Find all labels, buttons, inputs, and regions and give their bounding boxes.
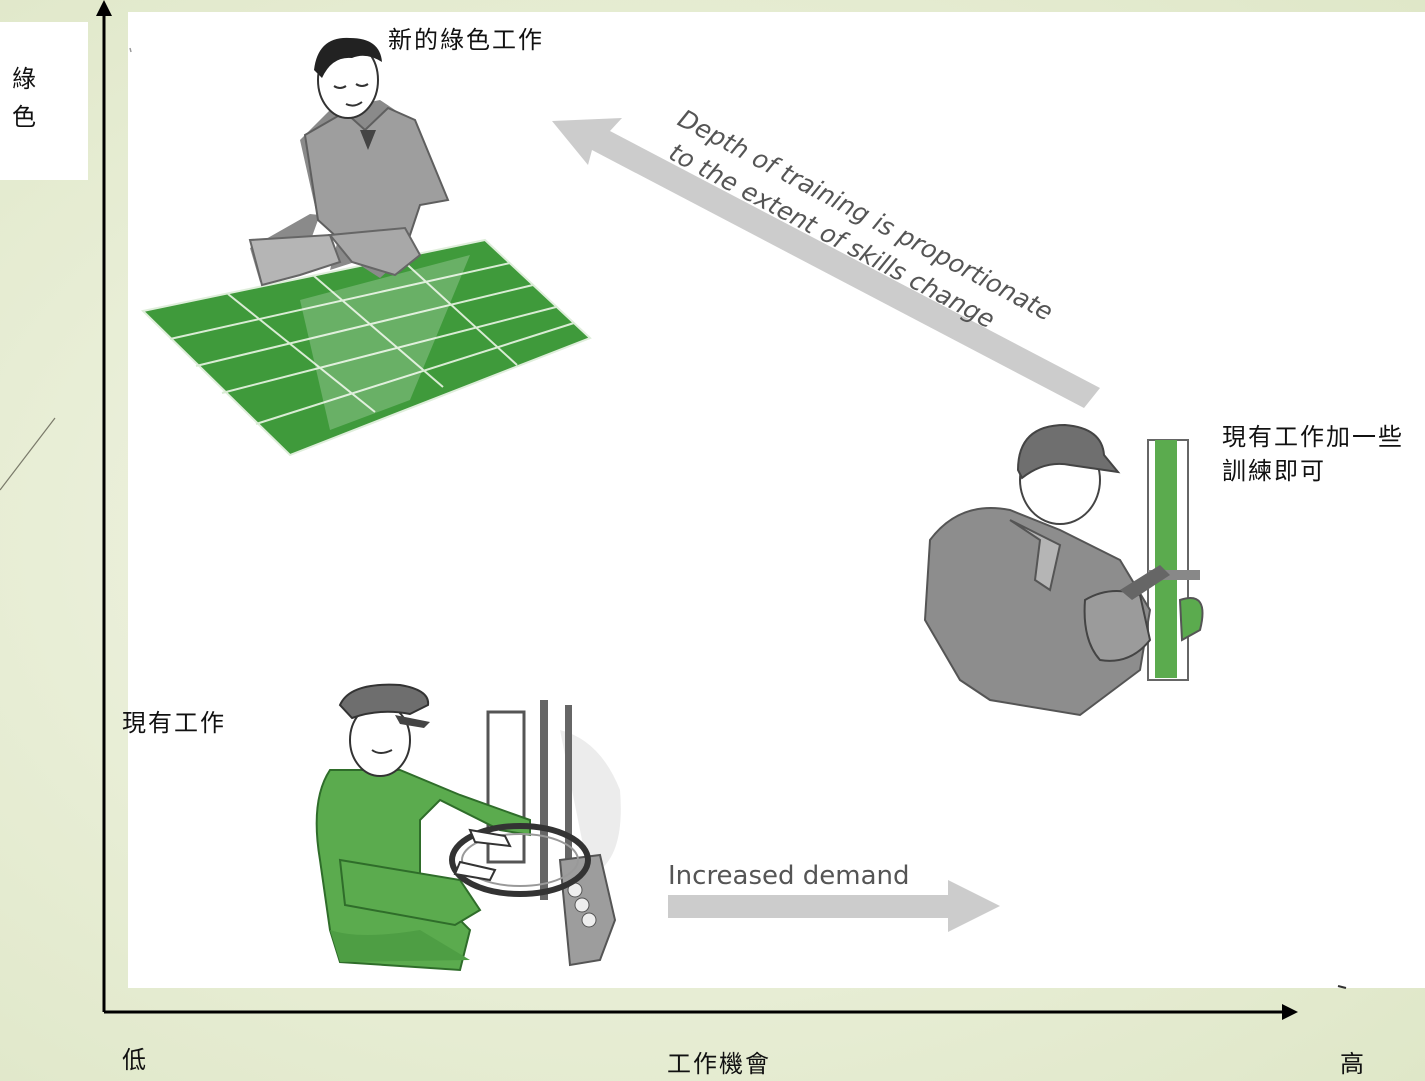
- existing-jobs-with-training-label: 現有工作加一些 訓練即可: [1222, 420, 1404, 488]
- increased-demand-arrow: [668, 880, 1000, 932]
- x-axis-high-label: 高: [1340, 1050, 1364, 1078]
- x-axis-title: 工作機會: [667, 1050, 771, 1078]
- y-axis-arrowhead: [96, 0, 112, 16]
- y-axis-label-box: 綠色: [0, 22, 88, 180]
- increased-demand-label: Increased demand: [668, 861, 910, 891]
- x-axis-arrowhead: [1282, 1004, 1298, 1020]
- x-axis-low-label: 低: [122, 1046, 146, 1074]
- training-depth-arrow: [552, 118, 1100, 408]
- training-label-line-2: 訓練即可: [1222, 457, 1326, 485]
- training-label-line-1: 現有工作加一些: [1222, 423, 1404, 451]
- new-green-jobs-label: 新的綠色工作: [388, 26, 544, 54]
- speck: [1337, 985, 1347, 989]
- decorative-line: [0, 417, 56, 491]
- mechanic-illustration: [923, 423, 1204, 717]
- training-depth-line-2: to the extent of skills change: [664, 137, 999, 334]
- y-axis-label: 綠色: [12, 65, 36, 131]
- existing-jobs-label: 現有工作: [122, 709, 226, 737]
- training-depth-annotation: Depth of training is proportionate to th…: [657, 104, 1065, 361]
- solar-panel-worker-illustration: [140, 37, 592, 457]
- bus-driver-illustration: [315, 683, 621, 972]
- speck: [129, 47, 132, 53]
